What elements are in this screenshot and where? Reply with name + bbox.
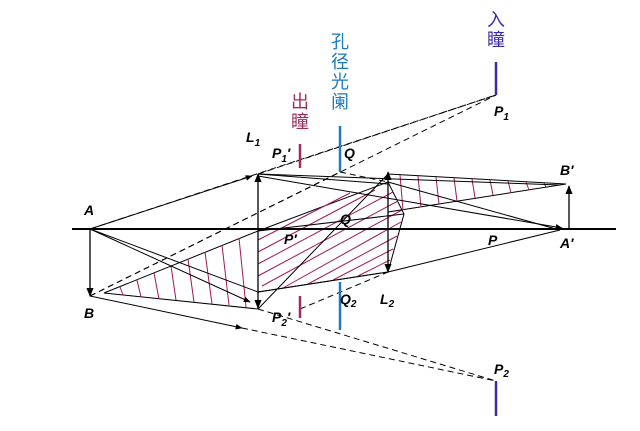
- label-a-prime: A′: [559, 235, 574, 251]
- svg-text:光: 光: [331, 72, 349, 93]
- svg-text:出: 出: [291, 92, 309, 113]
- label-l2: L2: [380, 291, 395, 310]
- label-p1: P1: [494, 103, 509, 123]
- label-b: B: [84, 305, 94, 321]
- svg-text:瞳: 瞳: [487, 30, 505, 51]
- label-l1: L1: [246, 129, 261, 149]
- svg-text:径: 径: [331, 52, 349, 73]
- svg-text:阑: 阑: [331, 92, 349, 113]
- label-p2: P2: [494, 361, 509, 380]
- label-q2: Q2: [340, 291, 357, 310]
- hatched-region-center: [257, 181, 405, 293]
- svg-text:孔: 孔: [331, 32, 349, 53]
- entrance-pupil-label: 入 瞳: [487, 10, 505, 51]
- label-p1-prime: P1′: [272, 145, 291, 165]
- label-b-prime: B′: [560, 162, 574, 178]
- label-p2-prime: P2′: [272, 309, 291, 329]
- label-p-prime: P′: [284, 231, 297, 247]
- svg-text:入: 入: [487, 10, 505, 31]
- exit-pupil-label: 出 瞳: [291, 92, 309, 133]
- label-q1: Q: [344, 145, 355, 161]
- aperture-stop-label: 孔 径 光 阑: [331, 32, 349, 113]
- label-q-center: Q: [340, 211, 351, 227]
- svg-text:瞳: 瞳: [291, 112, 309, 133]
- label-p: P: [488, 232, 498, 248]
- label-a: A: [83, 202, 94, 218]
- dashed-rays: [89, 94, 497, 382]
